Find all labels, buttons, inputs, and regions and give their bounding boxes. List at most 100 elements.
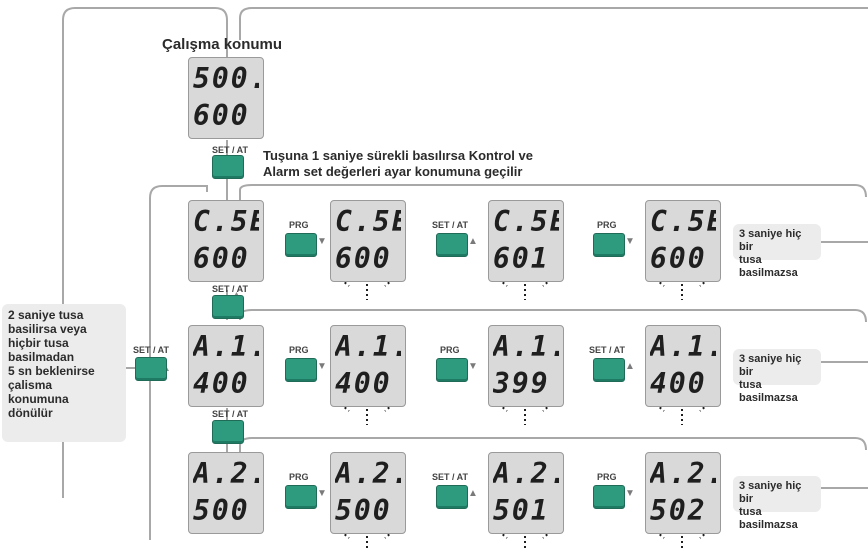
display-bottom-value: 400	[335, 368, 392, 400]
display-top-value: A.2.5.	[493, 458, 559, 490]
row1-key-label-2: SET / AT	[432, 220, 468, 230]
row2-display-3: A.1.5. 399	[488, 325, 564, 407]
row2-set-at-key-3[interactable]	[593, 358, 625, 382]
display-top-value: A.2.5.	[650, 458, 716, 490]
display-bottom-value: 400	[193, 368, 250, 400]
display-top-value: C.5E.	[493, 206, 559, 238]
page-title: Çalışma konumu	[162, 36, 283, 53]
row1-prg-key-3[interactable]	[593, 233, 625, 257]
row3-display-3: A.2.5. 501	[488, 452, 564, 534]
spine-set-at-key-1[interactable]	[212, 295, 244, 319]
arrow-down-icon: ▼	[468, 361, 478, 372]
side-note-line: basilirsa veya	[8, 322, 87, 336]
spine-set-at-key-2[interactable]	[212, 420, 244, 444]
timeout-note-line: tusa basilmazsa	[739, 379, 798, 404]
display-bottom-value: 502	[650, 495, 707, 527]
row2-display-4: A.1.5. 400	[645, 325, 721, 407]
spine-set-key-label-2: SET / AT	[212, 409, 248, 419]
row1-key-label-1: PRG	[289, 220, 309, 230]
side-note-line: hiçbir tusa	[8, 336, 69, 350]
timeout-note-line: 3 saniye hiç bir	[739, 480, 802, 505]
timeout-note-line: tusa basilmazsa	[739, 506, 798, 531]
side-note-line: basilmadan	[8, 350, 75, 364]
side-note-line: çalisma	[8, 378, 53, 392]
display-top-value: A.1.5.	[650, 331, 716, 363]
arrow-down-icon: ▼	[625, 488, 635, 499]
row3-return	[239, 437, 867, 452]
spine-set-key-label-1: SET / AT	[212, 284, 248, 294]
display-top-value: A.1.5.	[335, 331, 401, 363]
row3-display-1: A.2.5. 500	[188, 452, 264, 534]
display-bottom-value: 600	[335, 243, 392, 275]
timeout-note-line: 3 saniye hiç bir	[739, 353, 802, 378]
display-top-value: C.5E.	[193, 206, 259, 238]
display-top-value: A.1.5.	[493, 331, 559, 363]
display-bottom-value: 500	[193, 495, 250, 527]
arrow-down-icon: ▼	[317, 236, 327, 247]
side-set-key-label: SET / AT	[133, 345, 169, 355]
display-bottom-value: 501	[493, 495, 550, 527]
row2-prg-key-2[interactable]	[436, 358, 468, 382]
row1-prg-key-1[interactable]	[285, 233, 317, 257]
row1-set-at-key-2[interactable]	[436, 233, 468, 257]
row2-key-label-2: PRG	[440, 345, 460, 355]
display-top-value: A.2.5.	[335, 458, 401, 490]
set-key-label: SET / AT	[212, 145, 248, 155]
row1-display-2: C.5E. 600	[330, 200, 406, 282]
outer-return-path	[62, 7, 228, 498]
side-note-line: 2 saniye tusa	[8, 308, 84, 322]
row2-display-1: A.1.5. 400	[188, 325, 264, 407]
row3-display-4: A.2.5. 502	[645, 452, 721, 534]
row2-display-2: A.1.5. 400	[330, 325, 406, 407]
side-note: 2 saniye tusa basilirsa veya hiçbir tusa…	[2, 304, 126, 442]
row2-prg-key-1[interactable]	[285, 358, 317, 382]
row3-prg-key-1[interactable]	[285, 485, 317, 509]
row3-prg-key-3[interactable]	[593, 485, 625, 509]
row2-return	[239, 309, 867, 323]
arrow-down-icon: ▼	[317, 488, 327, 499]
display-bottom-value: 400	[650, 368, 707, 400]
display-bottom-value: 399	[493, 368, 550, 400]
display-bottom-value: 600	[193, 243, 250, 275]
display-top-value: C.5E.	[650, 206, 716, 238]
arrow-up-icon: ▲	[625, 361, 635, 372]
inner-return-path	[149, 185, 208, 540]
arrow-down-icon: ▼	[317, 361, 327, 372]
arrow-up-icon: ▲	[468, 488, 478, 499]
row1-display-4: C.5E. 600	[645, 200, 721, 282]
row2-key-label-1: PRG	[289, 345, 309, 355]
timeout-note-line: 3 saniye hiç bir	[739, 228, 802, 253]
arrow-down-icon: ▼	[625, 236, 635, 247]
side-set-at-key[interactable]	[135, 357, 167, 381]
top-right-line	[239, 7, 868, 40]
row1-display-1: C.5E. 600	[188, 200, 264, 282]
display-top-value: A.1.5.	[193, 331, 259, 363]
display-bottom-value: 500	[335, 495, 392, 527]
display-top-value: A.2.5.	[193, 458, 259, 490]
timeout-note-line: tusa basilmazsa	[739, 254, 798, 279]
display-top-value: C.5E.	[335, 206, 401, 238]
display-bottom-value: 601	[493, 243, 550, 275]
row2-key-label-3: SET / AT	[589, 345, 625, 355]
side-note-line: 5 sn beklenirse	[8, 364, 95, 378]
row1-return	[239, 184, 867, 200]
row1-key-label-3: PRG	[597, 220, 617, 230]
instruction-line-2: Alarm set değerleri ayar konumuna geçili…	[263, 164, 523, 179]
side-note-line: dönülür	[8, 406, 53, 420]
row3-key-label-2: SET / AT	[432, 472, 468, 482]
run-display: 500. 600	[188, 57, 264, 139]
side-note-line: konumuna	[8, 392, 69, 406]
set-at-key[interactable]	[212, 155, 244, 179]
row3-set-at-key-2[interactable]	[436, 485, 468, 509]
row3-key-label-1: PRG	[289, 472, 309, 482]
display-bottom-value: 600	[650, 243, 707, 275]
instruction-line-1: Tuşuna 1 saniye sürekli basılırsa Kontro…	[263, 148, 533, 163]
run-display-top: 500.	[193, 63, 259, 95]
arrow-up-icon: ▲	[468, 236, 478, 247]
row1-display-3: C.5E. 601	[488, 200, 564, 282]
